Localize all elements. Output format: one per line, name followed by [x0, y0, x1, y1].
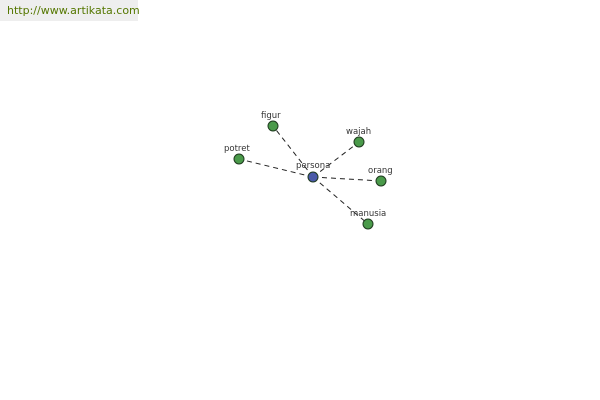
label-manusia: manusia [350, 209, 386, 219]
node-manusia[interactable] [362, 218, 374, 230]
node-potret[interactable] [233, 153, 245, 165]
node-wajah[interactable] [353, 136, 365, 148]
label-potret: potret [224, 144, 250, 154]
edges-layer [238, 125, 382, 225]
edge-persona-manusia [312, 176, 369, 225]
nodes-layer [233, 120, 387, 230]
edge-persona-figur [272, 125, 314, 178]
edge-persona-potret [238, 158, 314, 178]
node-orang[interactable] [375, 175, 387, 187]
label-persona: persona [296, 161, 330, 171]
source-url-label: http://www.artikata.com [0, 0, 140, 21]
edge-persona-wajah [312, 141, 360, 178]
label-figur: figur [261, 111, 281, 121]
labels-layer: figur wajah potret orang manusia persona [224, 111, 393, 219]
edge-persona-orang [312, 176, 382, 182]
label-orang: orang [368, 166, 393, 176]
label-wajah: wajah [346, 127, 371, 137]
node-persona[interactable] [307, 171, 319, 183]
node-figur[interactable] [267, 120, 279, 132]
